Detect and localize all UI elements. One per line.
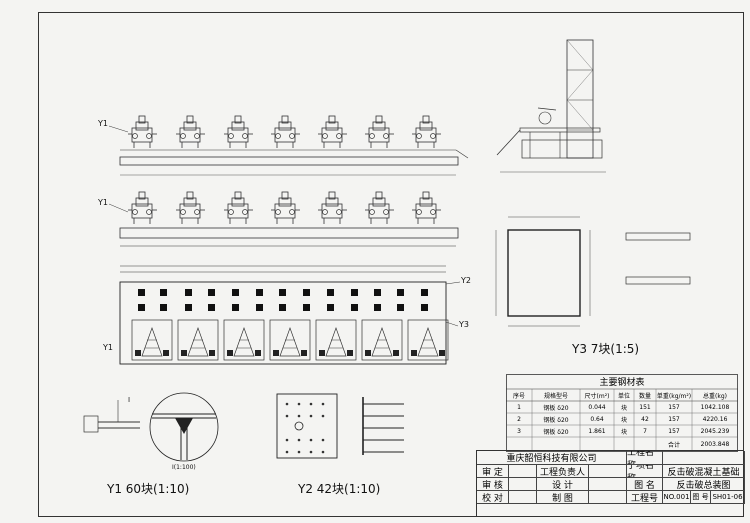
detail-y2	[276, 393, 404, 459]
material-header: 单重(kg/m²)	[656, 392, 692, 400]
material-cell: 157	[668, 415, 680, 423]
foundation-plan	[119, 265, 461, 365]
material-cell: 1.861	[588, 427, 606, 435]
caption-y1: Y1 60块(1:10)	[107, 482, 190, 496]
drawing-no-value: SH01-06	[711, 491, 745, 504]
drawing-no-label: 图 号	[691, 491, 711, 504]
material-cell: 42	[641, 415, 649, 423]
detail-scale: I(1:100)	[172, 464, 196, 471]
material-cell: 钢板 δ20	[543, 404, 569, 412]
material-cell: 157	[668, 427, 680, 435]
proof-sign	[509, 491, 537, 504]
material-header: 数量	[638, 392, 651, 400]
tag-y1-mid: Y1	[98, 198, 108, 207]
material-cell: 7	[643, 427, 647, 435]
tag-y1-small: Y1	[103, 343, 113, 352]
tag-y1-top: Y1	[98, 119, 108, 128]
drawing-border	[38, 12, 744, 517]
proof-label: 校 对	[477, 491, 509, 504]
project-no-value: NO.001	[663, 491, 691, 504]
material-total-value: 2003.848	[700, 441, 730, 448]
caption-y2: Y2 42块(1:10)	[298, 482, 381, 496]
project-name-label: 工程名称	[627, 451, 663, 465]
caption-y3: Y3 7块(1:5)	[572, 342, 640, 356]
draw-label: 制 图	[537, 491, 589, 504]
detail-y1	[83, 392, 219, 462]
subproject-label: 子项名称	[627, 465, 663, 478]
check-sign	[509, 478, 537, 491]
elevation-row-2	[108, 191, 459, 247]
drawing-name-value: 反击破总装图	[663, 478, 745, 491]
plate-y3	[495, 216, 691, 327]
company-name: 重庆韶恒科技有限公司	[477, 451, 627, 465]
elevation-row-1	[108, 115, 469, 176]
material-cell: 块	[620, 404, 627, 412]
material-cell: 3	[517, 427, 521, 435]
draw-sign	[589, 491, 627, 504]
material-cell: 2045.239	[700, 427, 730, 435]
material-table: 主要钢材表 序号 规格型号 尺寸(m²) 单位 数量 单重(kg/m²) 总重(…	[506, 374, 738, 452]
title-block: 重庆韶恒科技有限公司 工程名称 审 定 工程负责人 子项名称 反击破混凝土基础 …	[476, 450, 745, 517]
tower-elevation	[496, 39, 606, 173]
drawing-name-label: 图 名	[627, 478, 663, 491]
material-table-title: 主要钢材表	[599, 378, 645, 388]
material-cell: 块	[620, 416, 627, 424]
material-cell: 4220.16	[702, 415, 728, 423]
material-cell: 钢板 δ20	[543, 416, 569, 424]
material-total-label: 合计	[667, 442, 680, 449]
material-header: 总重(kg)	[703, 392, 727, 400]
material-cell: 1042.108	[700, 403, 730, 411]
material-cell: 0.044	[588, 403, 606, 411]
material-header: 规格型号	[543, 392, 568, 400]
material-header: 序号	[512, 392, 525, 400]
project-name-value	[663, 451, 745, 465]
material-cell: 1	[517, 403, 521, 411]
material-cell: 0.64	[590, 415, 604, 423]
material-cell: 块	[620, 428, 627, 436]
design-sign	[589, 478, 627, 491]
project-lead-sign	[589, 465, 627, 478]
tag-y2: Y2	[461, 276, 471, 285]
tag-i: I	[128, 396, 131, 404]
check-label: 审 核	[477, 478, 509, 491]
tag-y3: Y3	[459, 320, 469, 329]
review-sign	[509, 465, 537, 478]
design-label: 设 计	[537, 478, 589, 491]
material-cell: 2	[517, 415, 521, 423]
material-cell: 151	[639, 403, 651, 411]
material-cell: 157	[668, 403, 680, 411]
subproject-value: 反击破混凝土基础	[663, 465, 745, 478]
material-header: 单位	[617, 392, 630, 400]
project-no-label: 工程号	[627, 491, 663, 504]
project-lead-label: 工程负责人	[537, 465, 589, 478]
material-header: 尺寸(m²)	[584, 392, 610, 400]
review-label: 审 定	[477, 465, 509, 478]
material-cell: 钢板 δ20	[543, 428, 569, 436]
